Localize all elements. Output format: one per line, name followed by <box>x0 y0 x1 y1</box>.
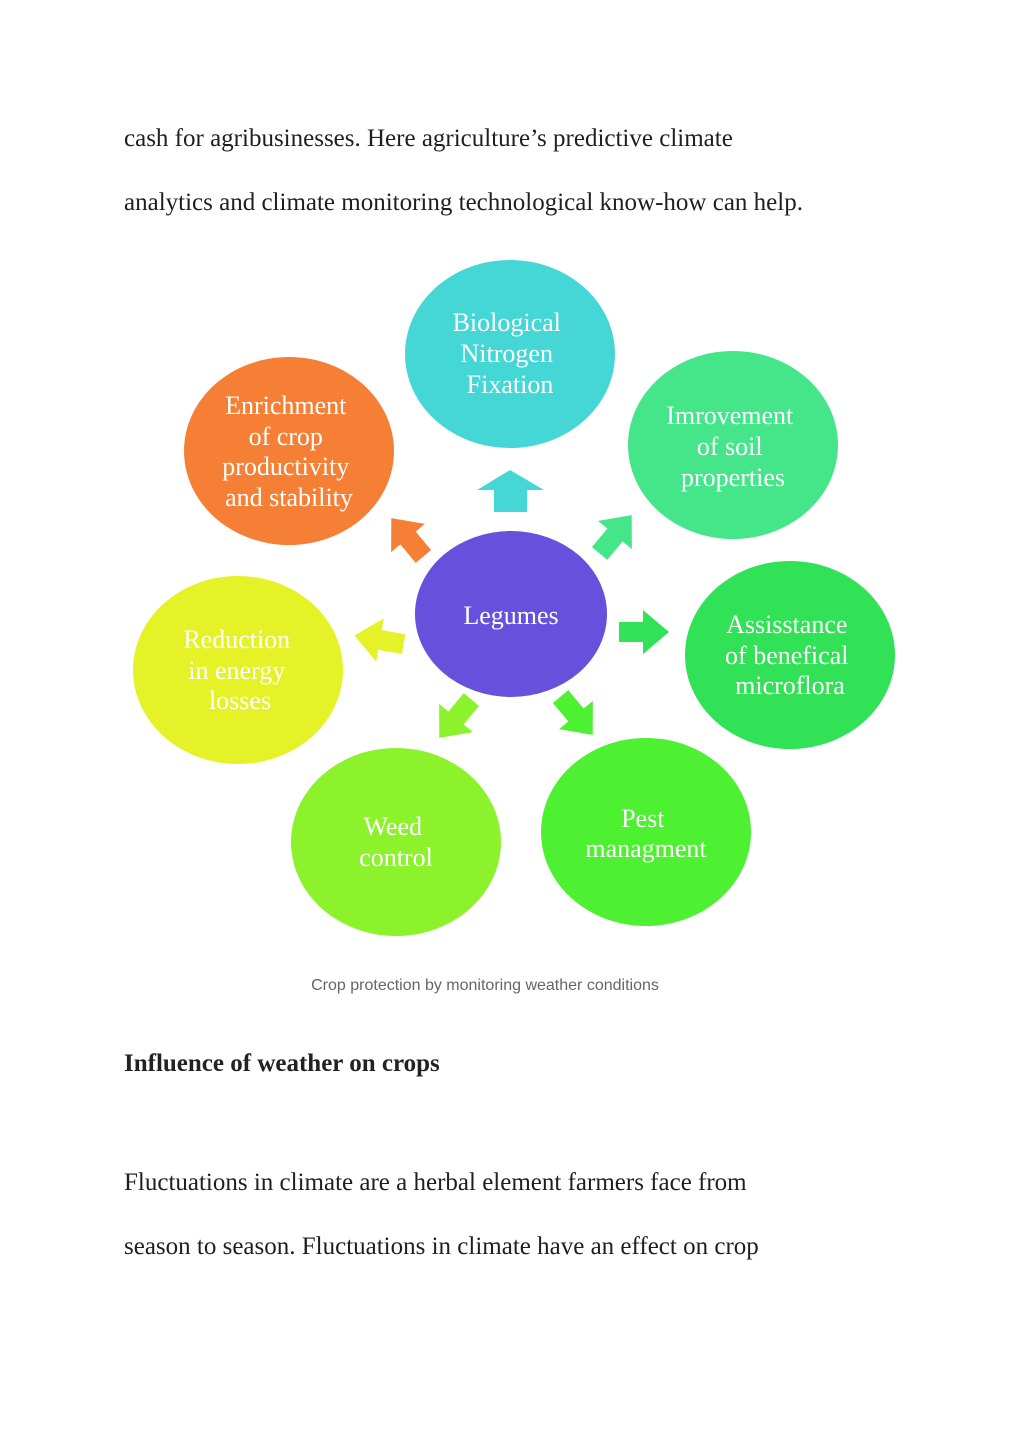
intro-line-1: cash for agribusinesses. Here agricultur… <box>124 125 733 152</box>
node-text-line: control <box>359 843 433 872</box>
node-text-line: managment <box>585 834 707 863</box>
arrow-down-right <box>552 690 593 735</box>
node-text-line: in energy <box>188 656 285 685</box>
node-legumes: Legumes <box>415 531 607 697</box>
node-legumes-label: Legumes <box>463 601 558 630</box>
svg-text:Enrichment of crop: Enrichment of crop productivity and stab… <box>222 391 356 512</box>
svg-text:Assisstance of benefical: Assisstance of benefical microflora <box>725 610 855 700</box>
section-line-1: Fluctuations in climate are a herbal ele… <box>124 1169 747 1196</box>
node-text-line: Nitrogen <box>461 339 553 368</box>
node-improvement-soil-properties: Imrovement of soil properties <box>628 351 838 539</box>
node-text-line: Reduction <box>183 625 290 654</box>
svg-text:Imrovement of soil: Imrovement of soil properties <box>666 401 800 492</box>
node-pest-management: Pest managment <box>541 738 751 926</box>
node-text-line: Fixation <box>467 370 554 399</box>
node-text-line: Pest <box>621 804 665 833</box>
arrow-left <box>354 618 406 662</box>
svg-text:Reduction in energy: Reduction in energy losses <box>183 625 296 715</box>
arrow-up <box>477 470 544 512</box>
node-reduction-energy-losses: Reduction in energy losses <box>133 576 343 764</box>
node-text-line: of crop <box>249 422 323 451</box>
node-text-line: productivity <box>222 452 349 481</box>
svg-text:Pest managment: Pest managment <box>585 804 707 863</box>
node-text-line: Assisstance <box>726 610 847 639</box>
node-text-line: properties <box>681 463 785 492</box>
node-text-line: of benefical <box>725 641 848 670</box>
node-text-line: losses <box>209 686 271 715</box>
arrow-up-left <box>391 518 432 563</box>
node-biological-nitrogen-fixation: Biological Nitrogen Fixation <box>405 260 615 448</box>
node-text-line: Enrichment <box>225 391 347 420</box>
arrow-down-left <box>439 693 480 738</box>
arrow-up-right <box>591 515 632 560</box>
arrow-right <box>619 610 669 654</box>
node-text-line: Weed <box>363 812 422 841</box>
svg-text:Biological Nitrogen: Biological Nitrogen Fixation <box>453 308 568 399</box>
node-text-line: and stability <box>225 483 353 512</box>
section-line-2: season to season. Fluctuations in climat… <box>124 1233 759 1260</box>
intro-line-2: analytics and climate monitoring technol… <box>124 189 803 216</box>
node-text-line: microflora <box>735 671 845 700</box>
node-text-line: Biological <box>453 308 561 337</box>
section-heading: Influence of weather on crops <box>124 1050 440 1077</box>
node-weed-control: Weed control <box>291 748 501 936</box>
figure-caption: Crop protection by monitoring weather co… <box>311 977 659 994</box>
node-assistance-microflora: Assisstance of benefical microflora <box>685 561 895 749</box>
node-enrichment-crop-productivity: Enrichment of crop productivity and stab… <box>184 357 394 545</box>
node-text-line: Imrovement <box>666 401 794 430</box>
svg-text:Weed control: Weed control <box>359 812 433 872</box>
node-text-line: of soil <box>697 432 763 461</box>
